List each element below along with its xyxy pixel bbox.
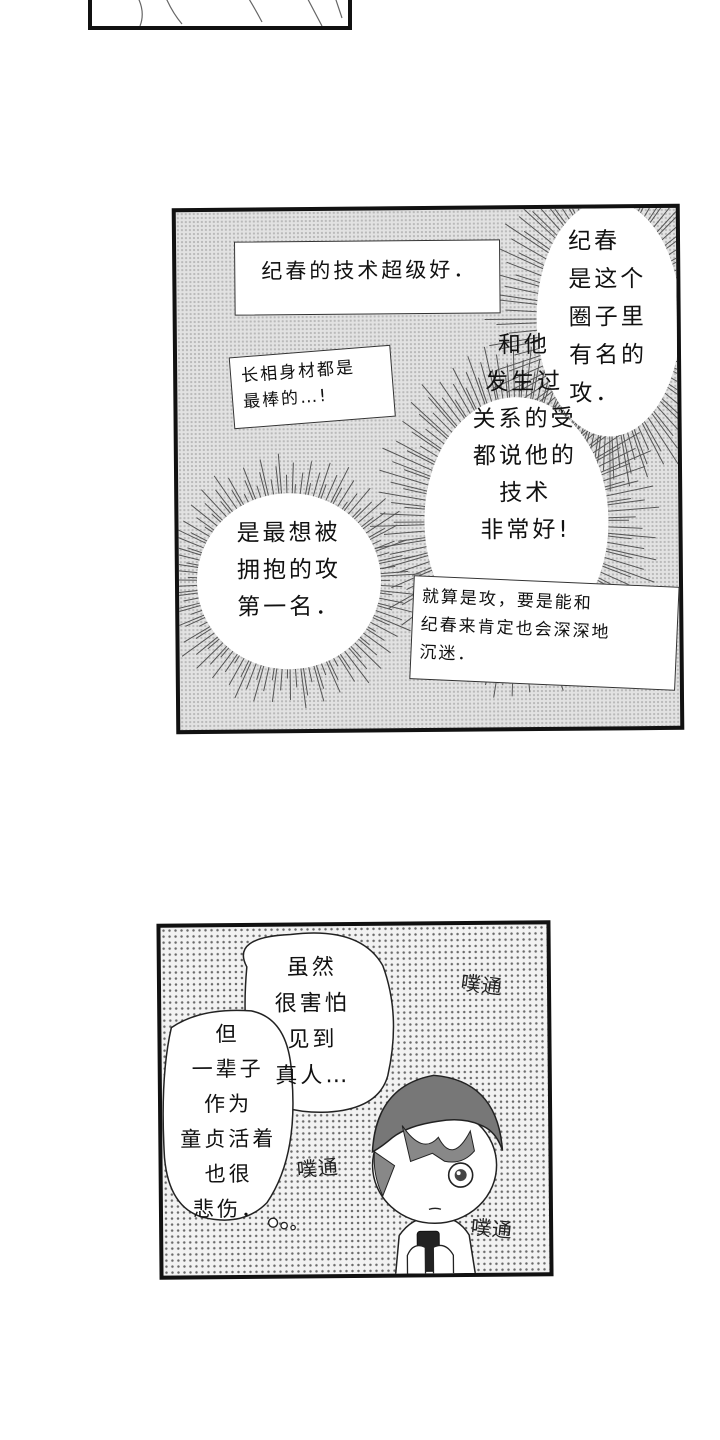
caption-tag-looks: 长相身材都是 最棒的…! (228, 344, 396, 430)
panel-rumors: 纪春的技术超级好． 长相身材都是 最棒的…! 纪春 是这个 圈子里 有名的 攻．… (171, 203, 685, 735)
burst-text-most-wanted: 是最想被 拥抱的攻 第一名． (236, 519, 342, 621)
narration-caption: 纪春的技术超级好． (234, 239, 501, 316)
previous-panel-fragment (88, 0, 352, 30)
sfx-heartbeat-3: 噗通 (469, 1214, 515, 1243)
thought-text-sad: 但 一辈子 作为 童贞活着 也很 悲伤． (180, 1022, 277, 1222)
sfx-heartbeat-1: 噗通 (459, 970, 505, 1000)
scene-art (162, 932, 504, 1277)
panel-heartbeat: 虽然 很害怕 见到 真人… 但 一辈子 作为 童贞活着 也很 悲伤． 噗通 噗通… (156, 920, 554, 1280)
previous-panel-art (138, 0, 343, 26)
sfx-heartbeat-2: 噗通 (295, 1154, 340, 1182)
burst-text-skill: 和他 发生过 关系的受 都说他的 技术 非常好! (472, 331, 578, 544)
caption-tag-addictive: 就算是攻，要是能和 纪春来肯定也会深深地 沉迷． (409, 575, 680, 691)
character-boy (371, 1074, 504, 1277)
